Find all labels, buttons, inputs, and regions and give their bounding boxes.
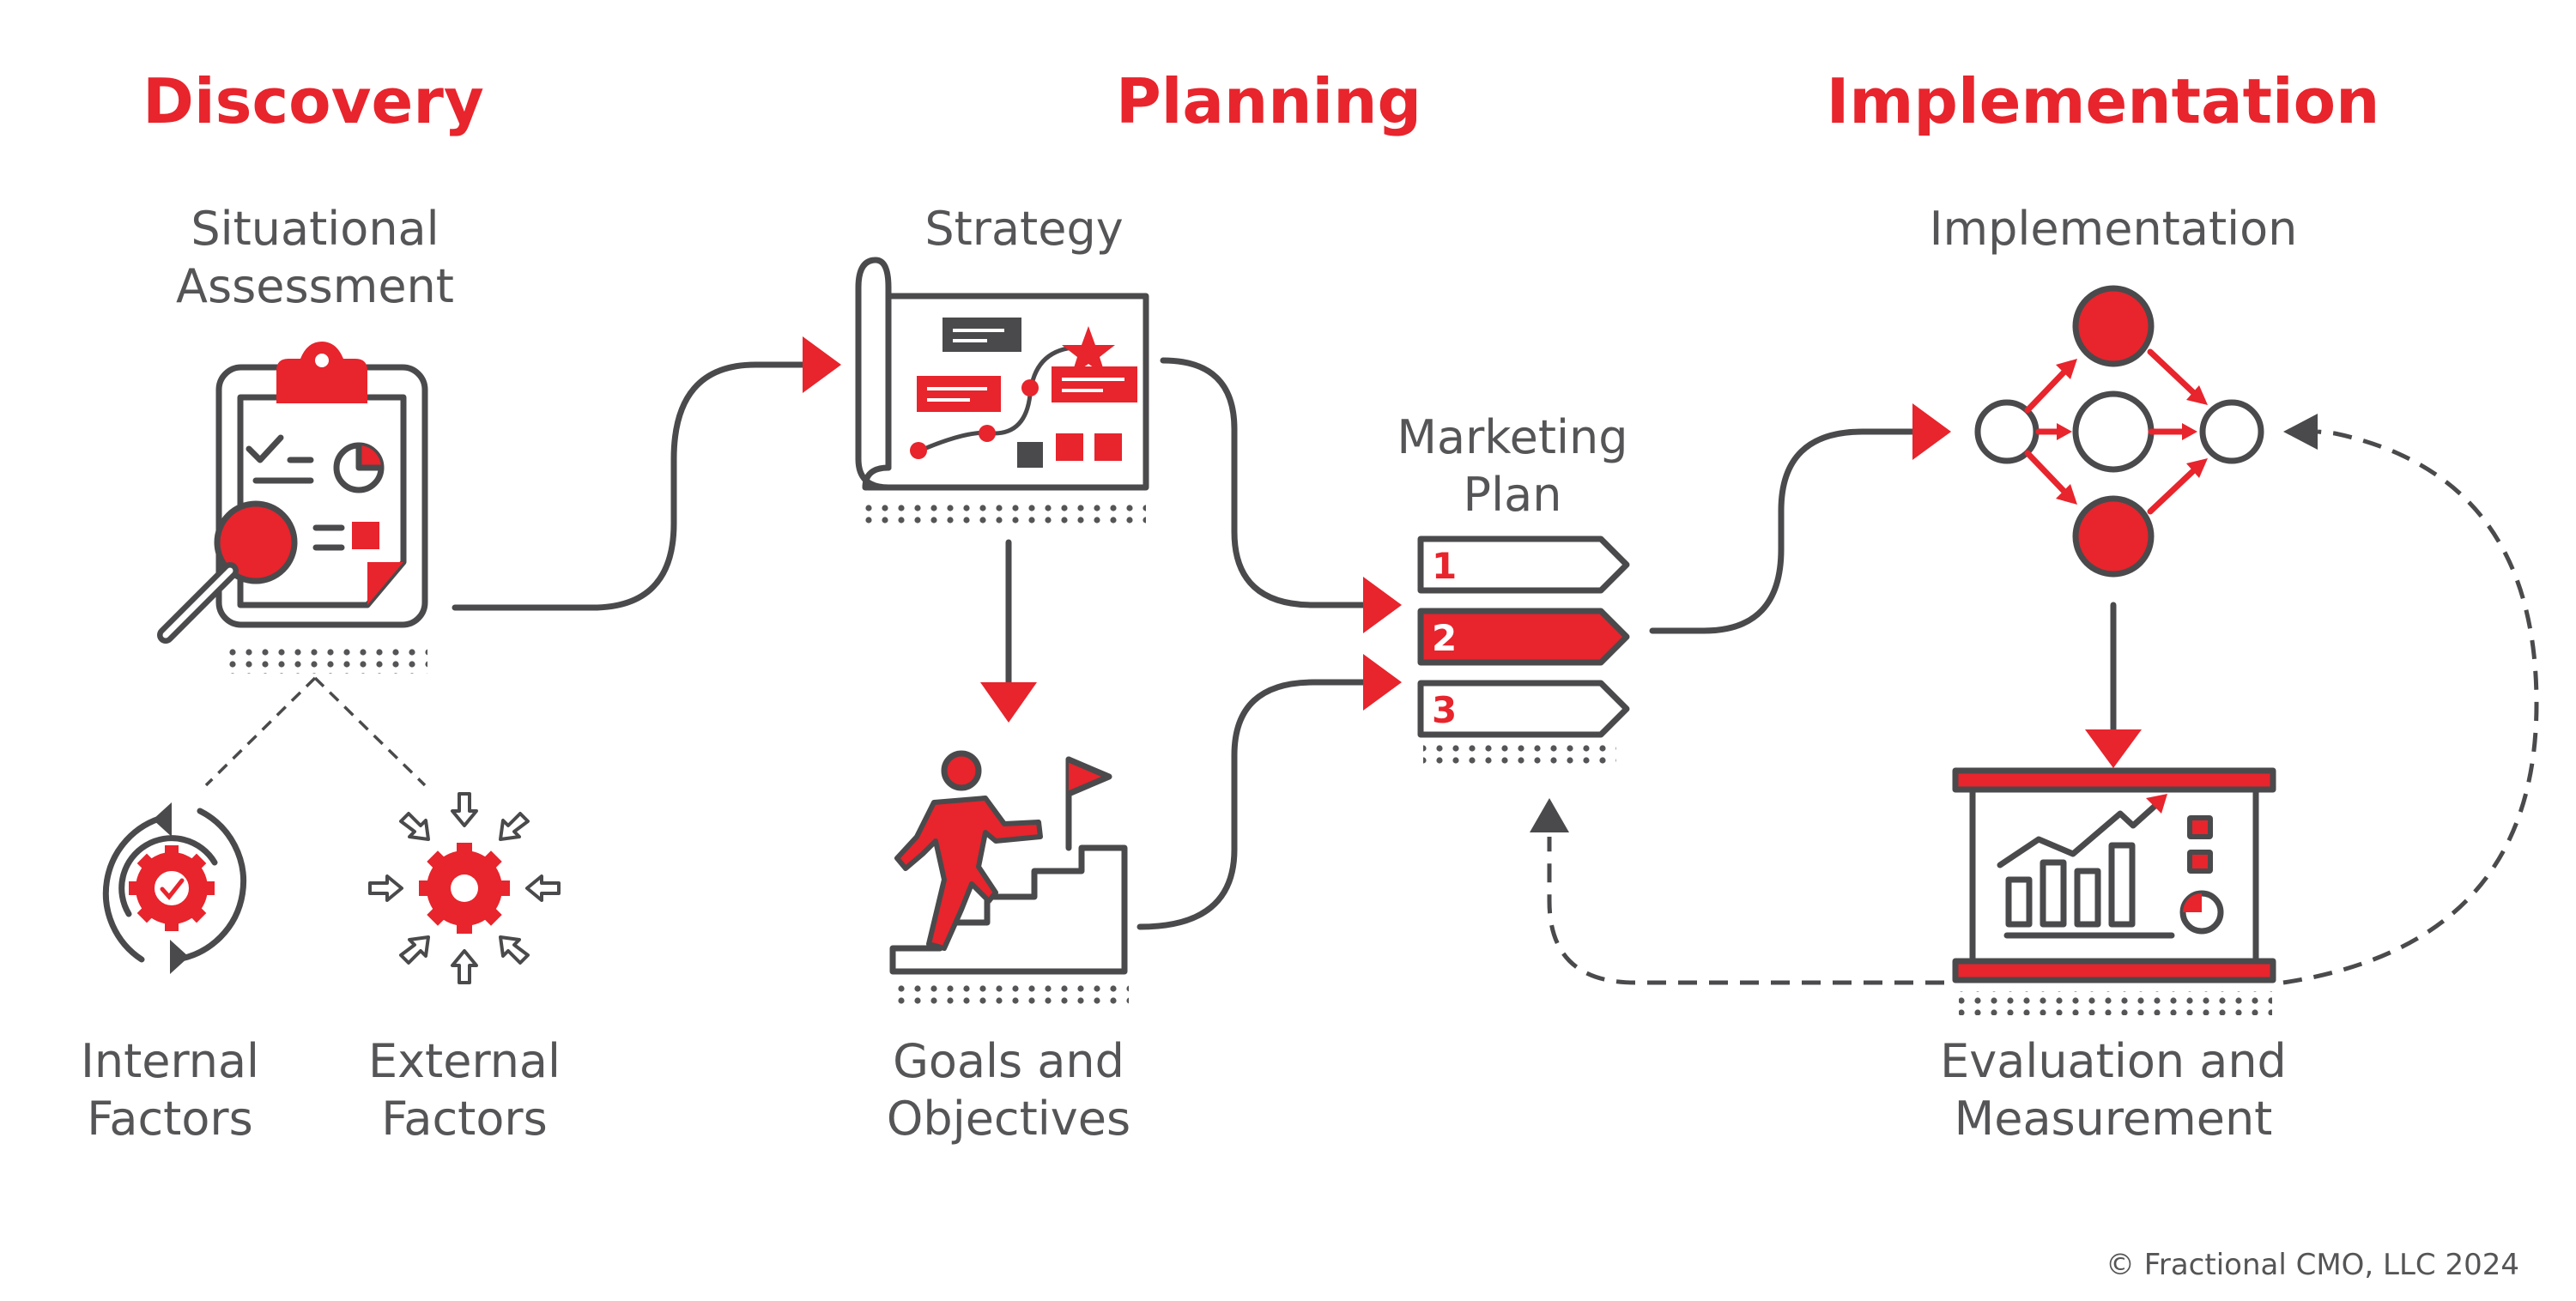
phase-title-planning: Planning <box>1116 65 1421 137</box>
label-external-line2: Factors <box>381 1092 547 1146</box>
label-situational-line1: Situational <box>191 202 439 256</box>
label-goals-line1: Goals and <box>893 1034 1124 1088</box>
phase-title-discovery: Discovery <box>142 65 484 137</box>
label-internal-line2: Factors <box>87 1092 252 1146</box>
label-goals-line2: Objectives <box>887 1092 1130 1146</box>
dashboard-chart-icon <box>1952 767 2276 1015</box>
connector-strategy-to-plan <box>1160 357 1402 633</box>
plan-step-number: 2 <box>1432 617 1457 659</box>
feedback-to-plan <box>1530 798 1944 985</box>
roadmap-icon <box>855 257 1149 525</box>
clipboard-magnifier-icon <box>157 342 428 674</box>
plan-step-1: 1 <box>1417 536 1630 594</box>
split-lines-discovery <box>204 676 427 787</box>
plan-step-2: 2 <box>1417 608 1630 666</box>
gear-cycle-icon <box>102 802 247 974</box>
label-evaluation-line1: Evaluation and <box>1940 1034 2287 1088</box>
label-evaluation-line2: Measurement <box>1955 1092 2273 1146</box>
phase-title-implementation: Implementation <box>1827 65 2380 137</box>
copyright-notice: © Fractional CMO, LLC 2024 <box>2106 1248 2519 1282</box>
plan-step-number: 3 <box>1432 689 1457 731</box>
label-situational-line2: Assessment <box>176 259 454 313</box>
label-internal-line1: Internal <box>81 1034 259 1088</box>
label-strategy: Strategy <box>924 202 1123 256</box>
network-nodes-icon <box>1974 285 2264 578</box>
feedback-to-implementation <box>2282 414 2539 985</box>
connector-situational-to-strategy <box>452 336 841 611</box>
connector-implementation-to-evaluation <box>2085 602 2142 768</box>
climbing-stairs-flag-icon <box>888 750 1129 1007</box>
label-marketing-plan-line1: Marketing <box>1397 410 1627 464</box>
label-external-line1: External <box>368 1034 561 1088</box>
plan-step-number: 1 <box>1432 545 1457 587</box>
connector-strategy-to-goals <box>980 539 1037 723</box>
label-marketing-plan-line2: Plan <box>1464 468 1562 522</box>
connector-goals-to-plan <box>1136 654 1402 930</box>
plan-step-3: 3 <box>1417 680 1630 738</box>
label-implementation: Implementation <box>1930 202 2298 256</box>
connector-plan-to-implementation <box>1649 403 1951 634</box>
gear-arrows-icon <box>368 792 561 984</box>
signpost-list-icon: 1 2 3 <box>1417 536 1630 769</box>
